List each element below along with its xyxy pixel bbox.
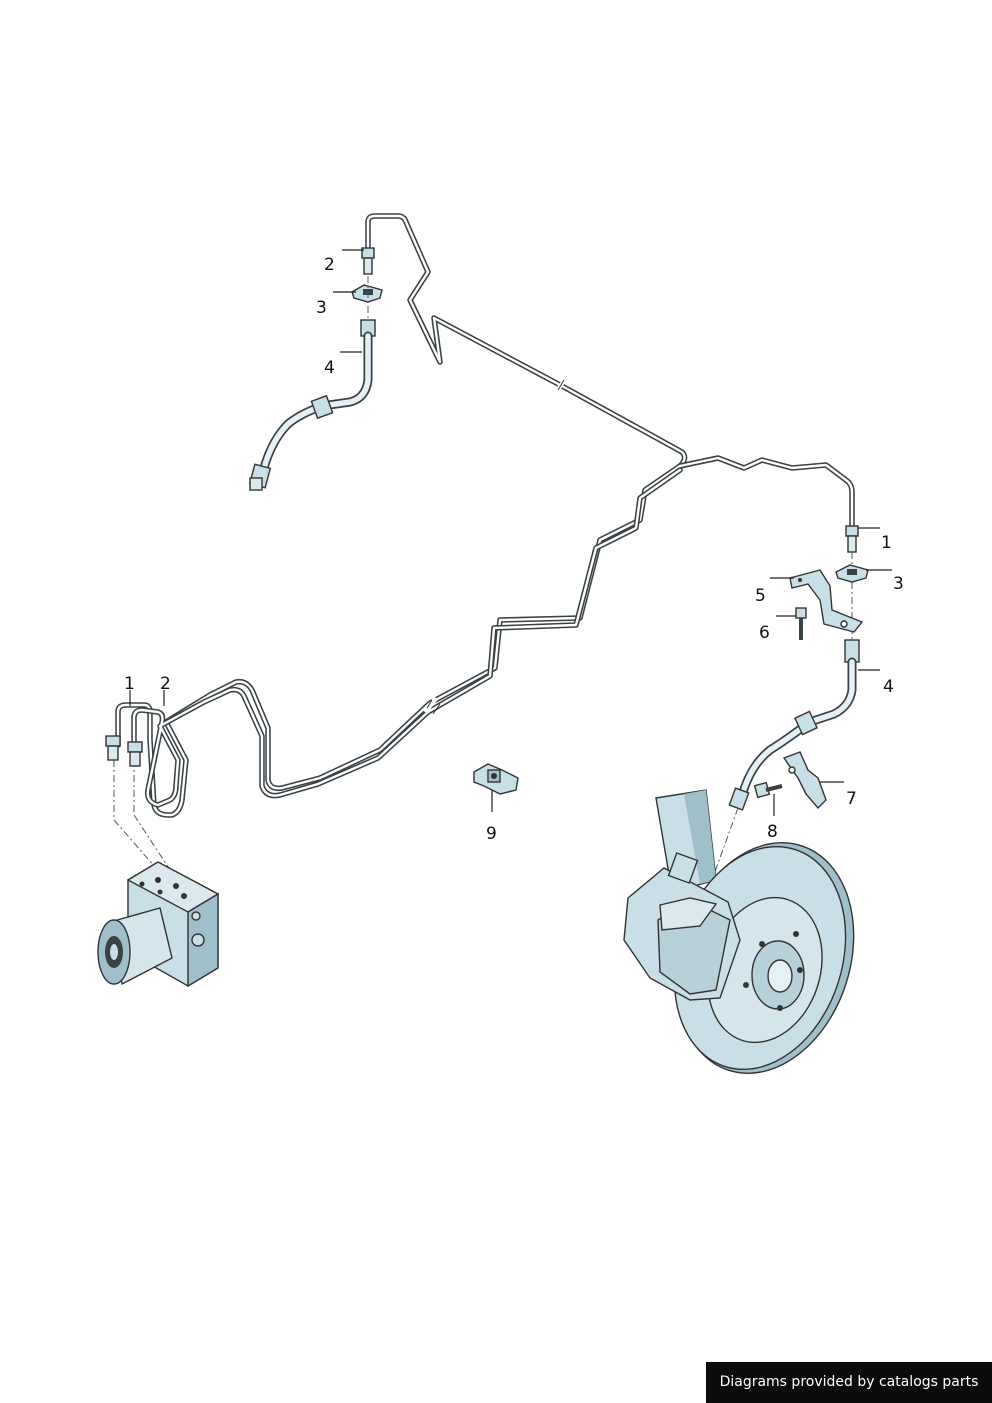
abs-hydraulic-unit: [97, 735, 220, 988]
callout-numbers: 2 3 4 1 3 5 6 4 1 2 7 8 9: [124, 255, 904, 844]
hose-holder-bracket: [782, 751, 827, 810]
callout-right-3: 3: [893, 574, 904, 594]
union-fitting-top: [361, 247, 375, 275]
callout-right-5: 5: [755, 586, 766, 606]
callout-top-3: 3: [316, 298, 327, 318]
pipe-holder-clip: [473, 763, 519, 795]
callout-right-7: 7: [846, 789, 857, 809]
brake-hose-right: [728, 639, 860, 811]
right-hose-group: [711, 525, 869, 881]
pipe-top-left: [365, 213, 688, 469]
pipe-main-long: [115, 455, 855, 818]
callout-right-8: 8: [767, 822, 778, 842]
holder-bolt: [753, 781, 783, 799]
callout-mid-9: 9: [486, 824, 497, 844]
bracket-bolt: [795, 607, 807, 640]
mounting-bracket: [789, 569, 864, 633]
callout-right-6: 6: [759, 623, 770, 643]
callout-top-2: 2: [324, 255, 335, 275]
pipe-break-marks: [423, 376, 568, 715]
brake-pipes: [115, 213, 855, 818]
catalog-credit-banner: Diagrams provided by catalogs parts: [706, 1362, 992, 1403]
union-fitting-left-1: [105, 735, 121, 761]
callout-right-1: 1: [881, 533, 892, 553]
callout-left-2: 2: [160, 674, 171, 694]
brake-hose-top: [248, 319, 376, 491]
leader-lines: [129, 249, 892, 816]
wheel-brake-assembly: [623, 789, 855, 1074]
callout-left-1: 1: [124, 674, 135, 694]
union-fitting-left-2: [127, 741, 143, 767]
retaining-clip-top: [351, 284, 383, 303]
retaining-clip-right: [835, 564, 869, 583]
union-fitting-right: [845, 525, 859, 553]
callout-top-4: 4: [324, 358, 335, 378]
top-hose-group: [248, 247, 383, 491]
callout-right-4: 4: [883, 677, 894, 697]
